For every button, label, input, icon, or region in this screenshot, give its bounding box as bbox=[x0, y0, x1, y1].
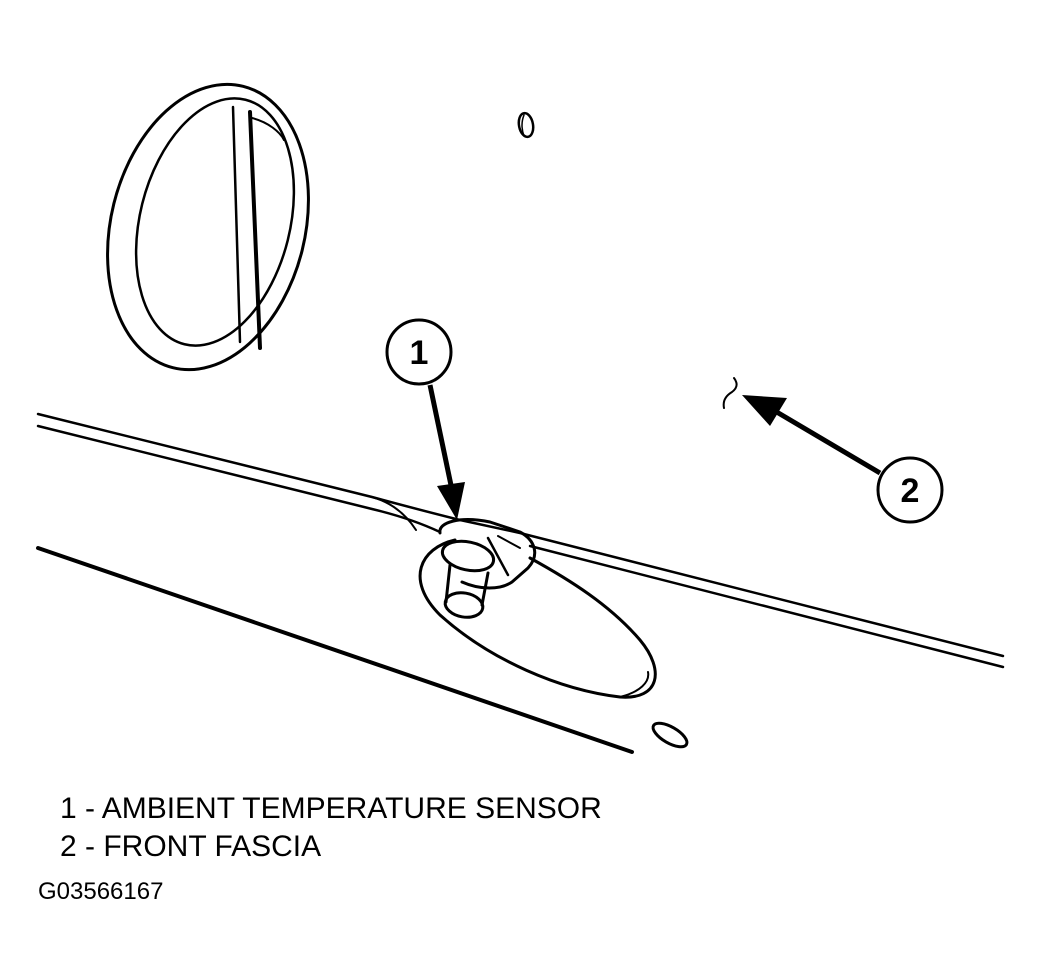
figure-id: G03566167 bbox=[38, 878, 164, 905]
callout-1-number: 1 bbox=[410, 334, 429, 372]
ambient-temperature-sensor bbox=[438, 518, 537, 619]
fascia-lower-edge bbox=[36, 546, 634, 754]
lamp-housing bbox=[106, 82, 310, 372]
legend-item-ambient-temperature-sensor: 1 - AMBIENT TEMPERATURE SENSOR bbox=[60, 792, 602, 825]
callout-2: 2 bbox=[742, 395, 944, 524]
callout-2-number: 2 bbox=[901, 472, 920, 510]
small-hole-bottom bbox=[651, 721, 689, 749]
sensor-location-diagram: 1 2 bbox=[36, 82, 1005, 754]
legend: 1 - AMBIENT TEMPERATURE SENSOR 2 - FRONT… bbox=[60, 790, 602, 866]
sensor-opening bbox=[418, 538, 657, 699]
small-hole-top bbox=[517, 111, 535, 139]
callout-1: 1 bbox=[385, 318, 465, 520]
legend-item-front-fascia: 2 - FRONT FASCIA bbox=[60, 830, 322, 863]
fascia-contour-mark bbox=[722, 377, 738, 409]
fascia-upper-edge bbox=[36, 412, 1005, 669]
